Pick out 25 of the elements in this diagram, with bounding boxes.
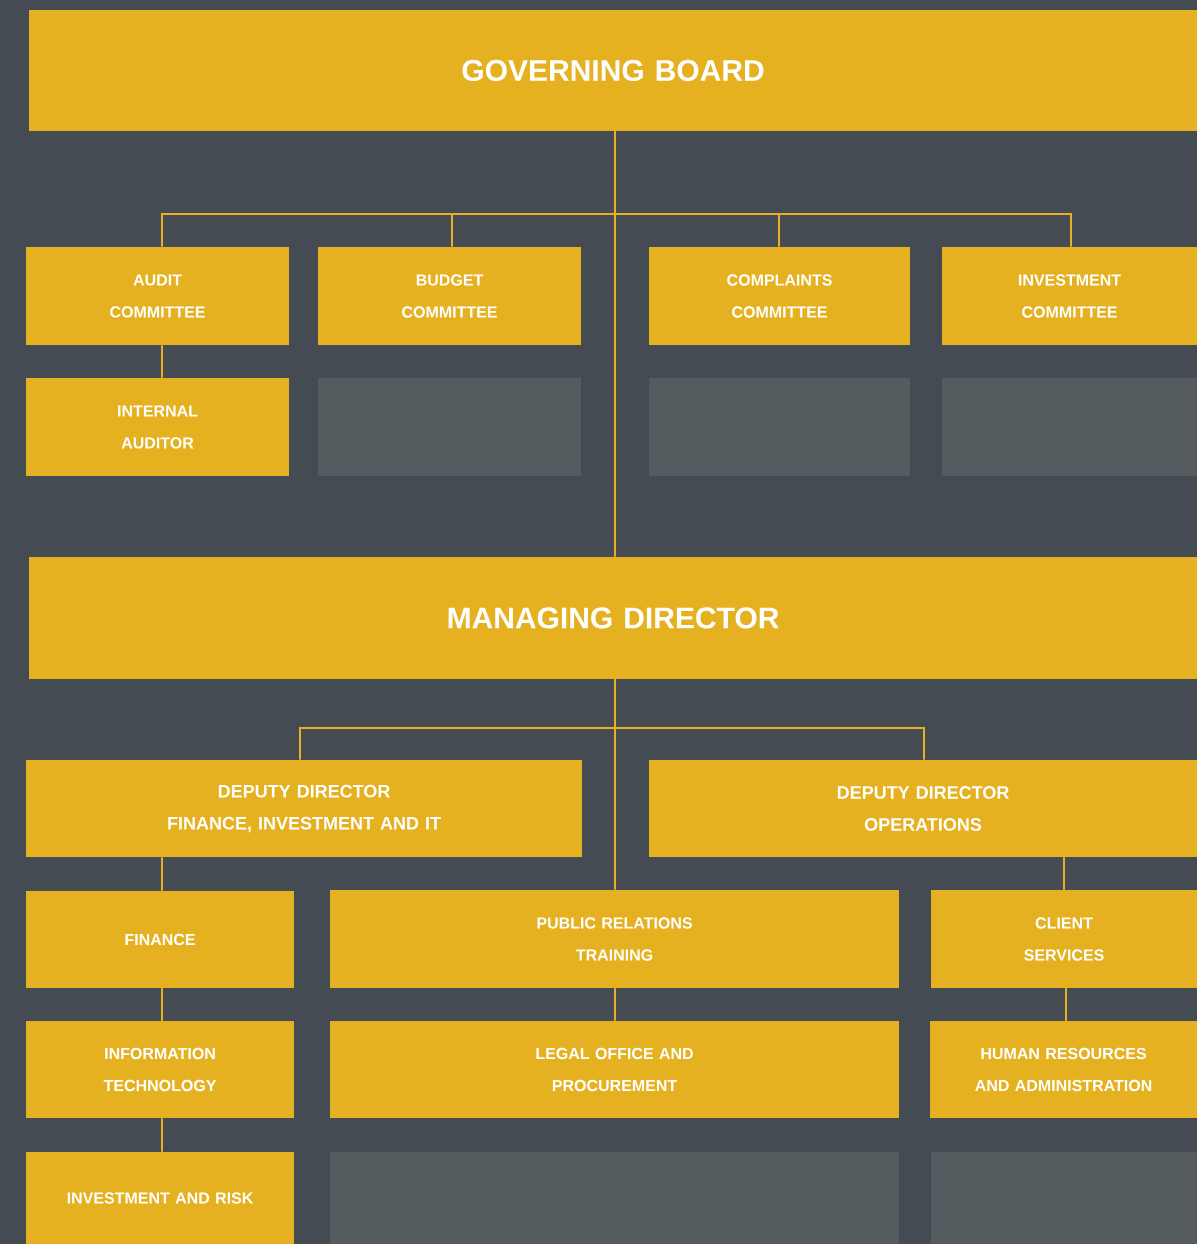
org-box: HUMAN RESOURCES AND ADMINISTRATION [930, 1021, 1197, 1118]
org-box: LEGAL OFFICE AND PROCUREMENT [330, 1021, 899, 1118]
org-box: INFORMATION TECHNOLOGY [26, 1021, 294, 1118]
org-box: BUDGET COMMITTEE [318, 247, 581, 345]
org-box: AUDIT COMMITTEE [26, 247, 289, 345]
org-box: DEPUTY DIRECTOR OPERATIONS [649, 760, 1197, 857]
org-box: INTERNAL AUDITOR [26, 378, 289, 476]
org-box: DEPUTY DIRECTOR FINANCE, INVESTMENT AND IT [26, 760, 582, 857]
connector-line [161, 344, 163, 379]
title-box: MANAGING DIRECTOR [29, 557, 1197, 679]
org-box: INVESTMENT AND RISK [26, 1152, 294, 1244]
connector-line [614, 678, 616, 891]
connector-line [161, 856, 163, 892]
connector-line [161, 987, 163, 1022]
org-box: CLIENT SERVICES [931, 890, 1197, 988]
org-box: PUBLIC RELATIONS TRAINING [330, 890, 899, 988]
connector-line [1065, 987, 1067, 1022]
connector-line [1063, 856, 1065, 891]
org-box: COMPLAINTS COMMITTEE [649, 247, 910, 345]
title-box: GOVERNING BOARD [29, 10, 1197, 131]
connector-line [614, 987, 616, 1022]
org-box: FINANCE [26, 891, 294, 988]
connector-line [614, 130, 616, 558]
connector-line [161, 1117, 163, 1153]
org-box: INVESTMENT COMMITTEE [942, 247, 1197, 345]
